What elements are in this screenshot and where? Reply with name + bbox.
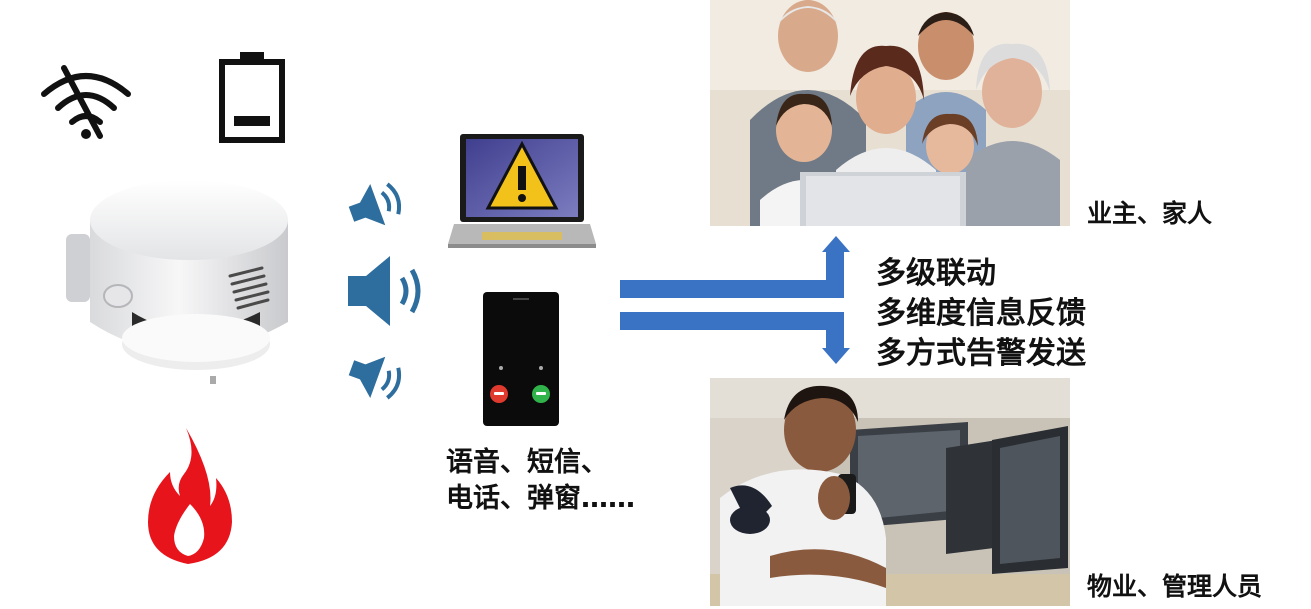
double-arrow — [620, 236, 850, 364]
notification-methods-line-2: 电话、弹窗…… — [446, 483, 635, 514]
laptop-warning-icon — [448, 134, 596, 248]
recipient-owners-label: 业主、家人 — [1087, 199, 1213, 228]
feature-item: 多级联动 — [876, 256, 996, 291]
feature-item: 多方式告警发送 — [876, 336, 1086, 371]
fire-icon — [148, 428, 232, 564]
recipient-property-label: 物业、管理人员 — [1087, 572, 1263, 601]
speaker-icon — [348, 182, 402, 226]
security-guard-photo — [710, 378, 1070, 606]
wifi-off-icon — [41, 65, 131, 139]
feature-item: 多维度信息反馈 — [876, 296, 1086, 331]
speaker-icon — [348, 256, 421, 326]
smoke-detector-icon — [66, 180, 288, 384]
phone-call-icon — [483, 292, 559, 426]
family-photo — [710, 0, 1070, 226]
speaker-icon — [348, 356, 402, 400]
battery-low-icon — [219, 52, 285, 143]
notification-methods-line-1: 语音、短信、 — [446, 447, 608, 478]
